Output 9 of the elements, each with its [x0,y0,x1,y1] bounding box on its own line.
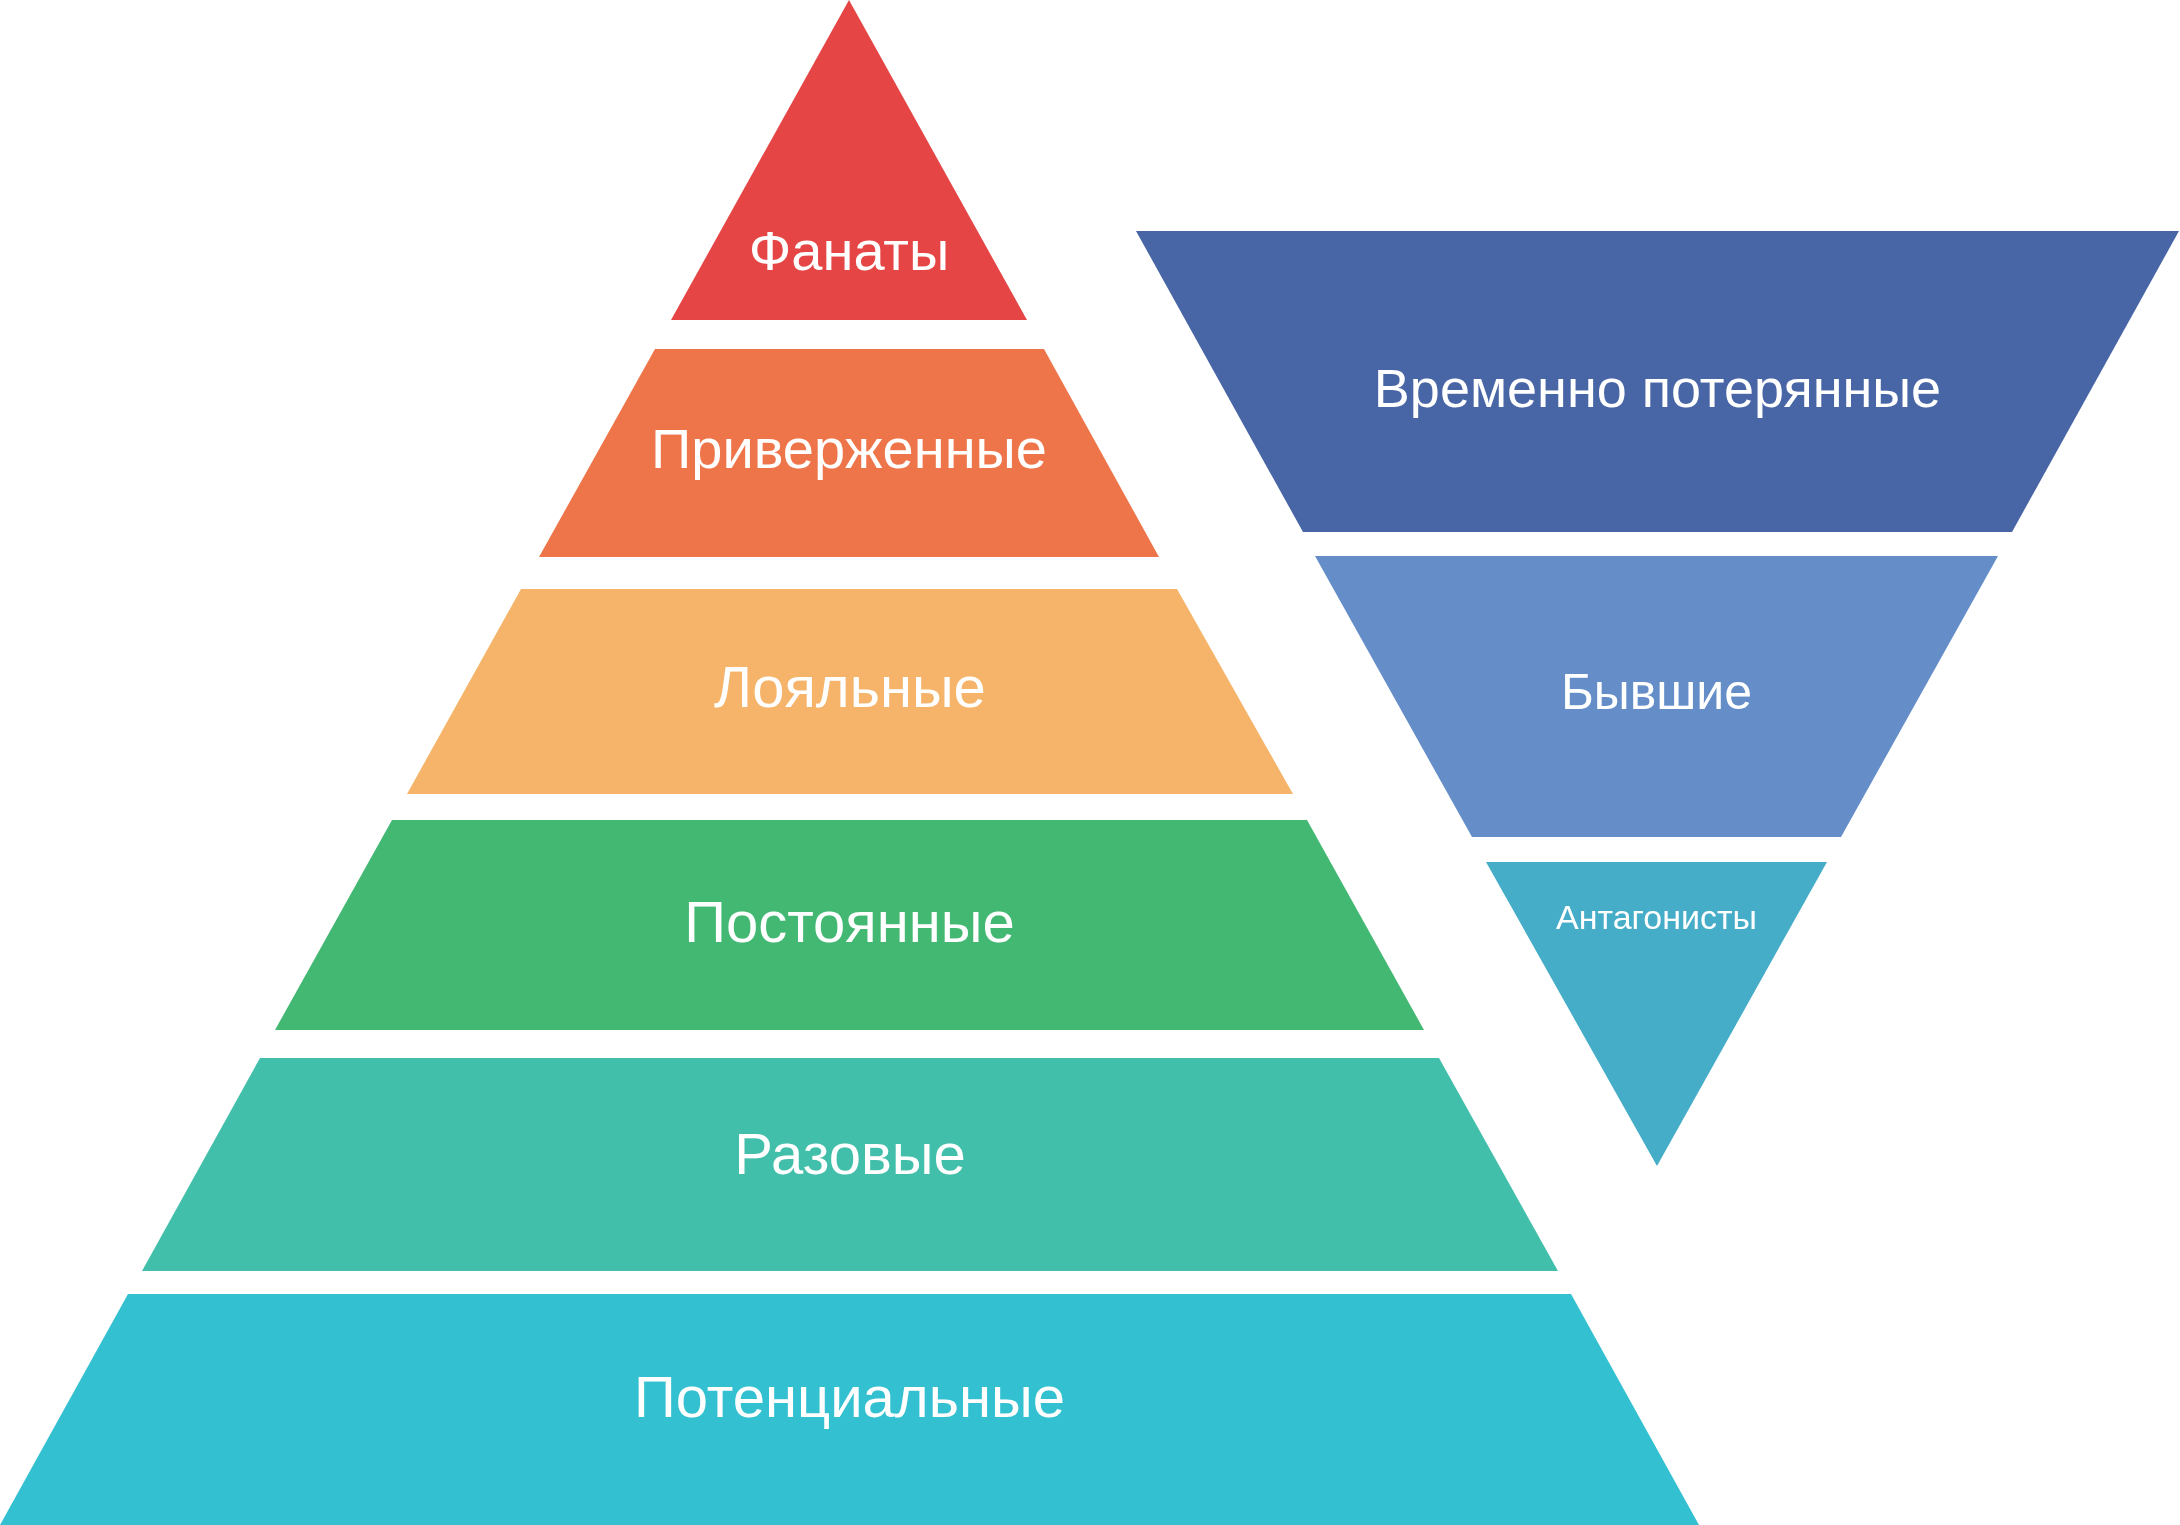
tier-label: Бывшие [1560,666,1753,717]
tier-label: Приверженные [651,421,1047,478]
tier-label: Лояльные [714,658,986,717]
tier-label: Фанаты [748,223,950,280]
tier-label: Антагонисты [1556,900,1757,935]
tier-label: Потенциальные [634,1368,1065,1427]
tier-label: Временно потерянные [1373,361,1942,416]
tier-label: Постоянные [684,893,1015,952]
tier-label: Разовые [734,1125,966,1184]
